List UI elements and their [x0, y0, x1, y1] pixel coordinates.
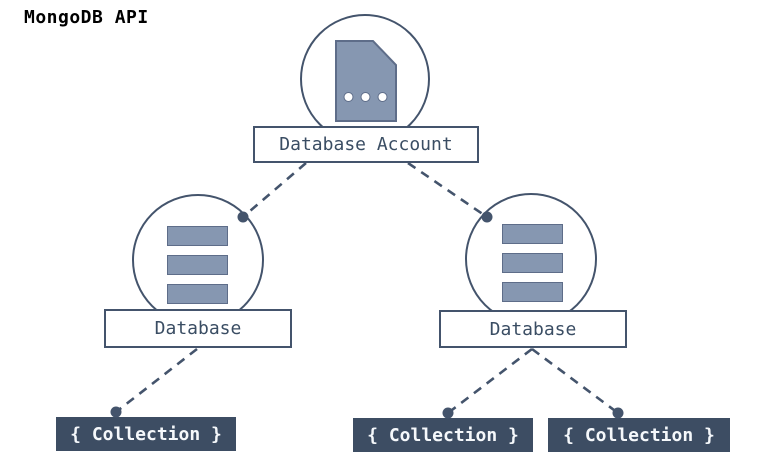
- edge-account-to-db-right: [407, 161, 488, 219]
- edge-endpoint-dot: [442, 407, 454, 419]
- database-left-label: Database: [154, 318, 242, 339]
- edge-dbleft-to-collection1: [115, 347, 198, 414]
- db-platter: [502, 253, 563, 273]
- collection-label: { Collection }: [70, 423, 222, 445]
- database-right-label: Database: [489, 318, 577, 340]
- edge-dbright-to-collection3: [531, 347, 619, 415]
- database-stack-icon: [167, 226, 228, 304]
- database-stack-icon: [502, 224, 563, 302]
- collection-label: { Collection }: [563, 424, 715, 446]
- account-label-box: Database Account: [253, 126, 479, 163]
- diagram-title: MongoDB API: [24, 7, 149, 28]
- database-right-label-box: Database: [439, 310, 627, 348]
- edge-dbright-to-collection2: [447, 347, 533, 415]
- db-platter: [167, 226, 228, 246]
- collection-box: { Collection }: [548, 418, 730, 452]
- edge-endpoint-dot: [110, 406, 122, 418]
- account-label: Database Account: [279, 134, 453, 155]
- database-left-label-box: Database: [104, 309, 292, 348]
- document-card-icon: [335, 40, 397, 122]
- collection-box: { Collection }: [353, 418, 533, 452]
- edge-account-to-db-left: [242, 162, 307, 218]
- collection-box: { Collection }: [56, 417, 236, 451]
- edge-endpoint-dot: [612, 407, 624, 419]
- db-platter: [502, 282, 563, 302]
- collection-label: { Collection }: [367, 424, 519, 446]
- db-platter: [502, 224, 563, 244]
- db-platter: [167, 284, 228, 304]
- db-platter: [167, 255, 228, 275]
